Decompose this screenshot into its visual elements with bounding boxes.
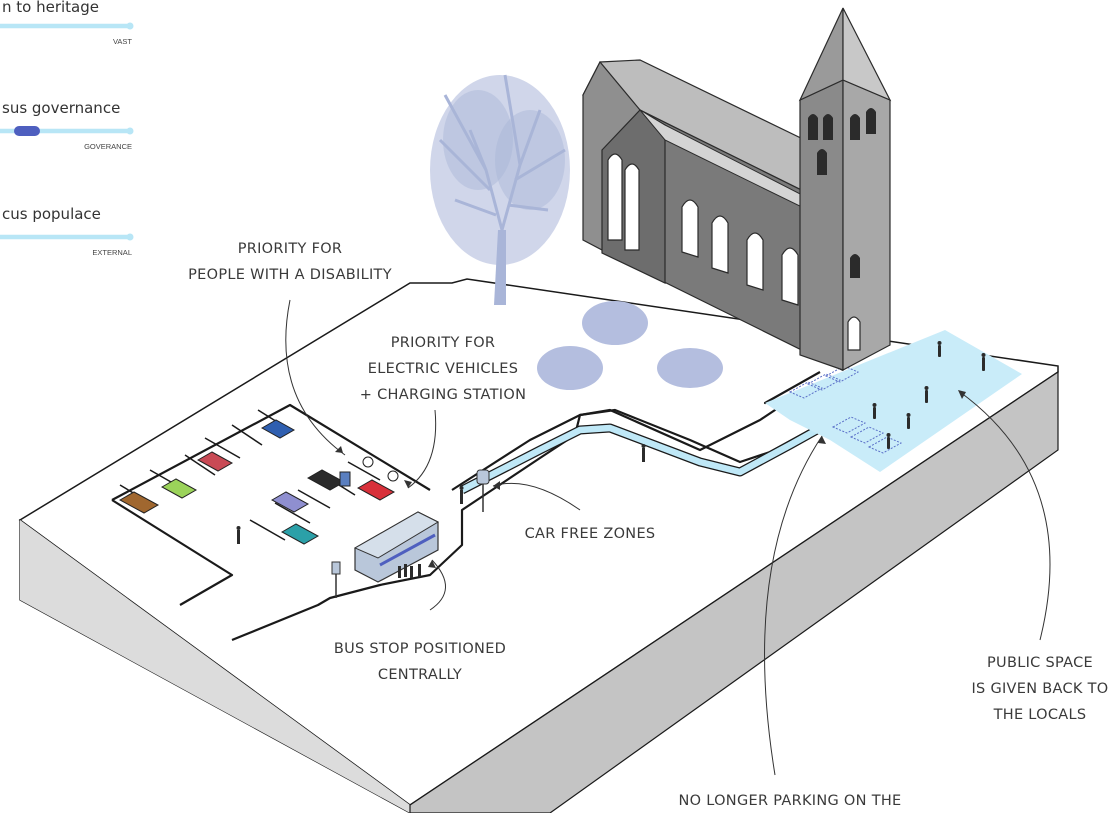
leader-car-free (492, 482, 581, 511)
callout-electric-line2: ELECTRIC VEHICLES (368, 361, 518, 377)
leader-electric (407, 409, 437, 489)
car-free-path (459, 416, 838, 495)
callout-electric-line1: PRIORITY FOR (391, 335, 496, 351)
callout-car-free: CAR FREE ZONES (525, 526, 656, 542)
parking-lot (118, 409, 399, 545)
leader-disability (285, 299, 346, 456)
slider-populace-end-label: EXTERNAL (92, 248, 132, 257)
bus-stop-sign (331, 561, 341, 598)
leader-lines (285, 299, 1051, 776)
callout-electric-line3: + CHARGING STATION (360, 387, 527, 403)
callout-disability: PRIORITY FOR PEOPLE WITH A DISABILITY (188, 241, 392, 283)
slider-governance-end-label: GOVERANCE (84, 142, 132, 151)
slider-governance-end-dot (126, 127, 134, 135)
callout-no-parking-line1: NO LONGER PARKING ON THE (678, 793, 901, 809)
public-plaza (765, 330, 1022, 472)
slider-populace-label: cus populace (2, 205, 101, 223)
callout-bus-stop: BUS STOP POSITIONED CENTRALLY (334, 641, 506, 683)
parking-lot-outline (111, 403, 431, 501)
path-fill (460, 417, 837, 493)
leader-bus-stop (429, 559, 446, 611)
slider-populace[interactable]: cus populace EXTERNAL (0, 205, 134, 257)
slider-heritage[interactable]: n to heritage VAST (0, 0, 134, 46)
slider-populace-end-dot (126, 233, 134, 241)
car-free-sign (476, 469, 490, 512)
slider-heritage-end-dot (126, 22, 134, 30)
leader-public-space (959, 391, 1051, 641)
pedestrians (236, 444, 646, 544)
tree (430, 74, 570, 305)
plaza-area (765, 330, 1022, 472)
callout-bus-stop-line2: CENTRALLY (378, 667, 462, 683)
ground-left-face-fill (20, 520, 410, 813)
callout-public-space-line1: PUBLIC SPACE (987, 655, 1093, 671)
slider-heritage-end-label: VAST (113, 37, 132, 46)
callout-public-space-line3: THE LOCALS (993, 707, 1087, 723)
ground-right-face (409, 370, 1059, 813)
callout-disability-line1: PRIORITY FOR (238, 241, 343, 257)
main-road (231, 408, 811, 642)
callout-car-free-line1: CAR FREE ZONES (525, 526, 656, 542)
callout-bus-stop-line1: BUS STOP POSITIONED (334, 641, 506, 657)
callout-no-parking: NO LONGER PARKING ON THE (678, 793, 901, 809)
slider-governance-label: sus governance (2, 99, 120, 117)
bushes (537, 301, 723, 390)
callout-disability-line2: PEOPLE WITH A DISABILITY (188, 267, 392, 283)
plaza-people (872, 341, 986, 449)
disability-symbol-2 (387, 470, 399, 482)
slider-governance[interactable]: sus governance GOVERANCE (0, 99, 134, 151)
parked-cars (118, 419, 396, 545)
church (582, 7, 892, 371)
slider-governance-thumb[interactable] (14, 126, 40, 136)
bus (353, 511, 440, 583)
slider-heritage-label: n to heritage (2, 0, 99, 16)
charging-station (339, 471, 351, 487)
parking-lot-lower-edge (111, 499, 234, 606)
waiting-passengers (398, 564, 421, 578)
callout-electric: PRIORITY FOR ELECTRIC VEHICLES + CHARGIN… (360, 335, 527, 403)
callout-public-space-line2: IS GIVEN BACK TO (971, 681, 1108, 697)
leader-no-parking (764, 435, 823, 776)
callout-public-space: PUBLIC SPACE IS GIVEN BACK TO THE LOCALS (971, 655, 1108, 723)
ghost-parked-cars (788, 365, 903, 454)
disability-symbol (362, 456, 374, 468)
